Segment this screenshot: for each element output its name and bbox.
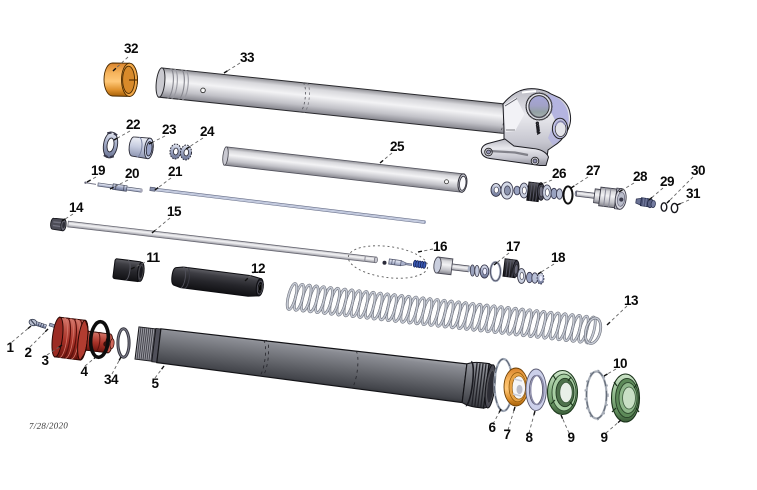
svg-text:8: 8 (525, 430, 533, 445)
svg-text:12: 12 (251, 261, 265, 276)
svg-text:24: 24 (200, 124, 215, 139)
svg-text:4: 4 (80, 364, 88, 379)
svg-text:1: 1 (6, 340, 14, 355)
svg-text:23: 23 (162, 122, 177, 137)
svg-text:32: 32 (124, 41, 138, 56)
svg-text:7: 7 (503, 427, 510, 442)
svg-text:16: 16 (433, 239, 448, 254)
svg-text:28: 28 (633, 169, 648, 184)
svg-text:2: 2 (24, 345, 31, 360)
svg-text:20: 20 (125, 166, 139, 181)
svg-text:13: 13 (624, 293, 639, 308)
svg-text:COBRA: COBRA (535, 122, 541, 135)
svg-text:26: 26 (552, 166, 567, 181)
svg-text:19: 19 (91, 163, 105, 178)
svg-text:27: 27 (586, 163, 600, 178)
svg-text:21: 21 (168, 164, 183, 179)
svg-text:15: 15 (167, 204, 182, 219)
svg-text:6: 6 (488, 420, 496, 435)
svg-text:18: 18 (551, 250, 566, 265)
svg-text:10: 10 (613, 356, 627, 371)
svg-text:3: 3 (41, 353, 49, 368)
svg-text:22: 22 (126, 117, 140, 132)
svg-text:30: 30 (691, 163, 705, 178)
svg-text:7/28/2020: 7/28/2020 (29, 420, 69, 431)
svg-text:5: 5 (151, 376, 159, 391)
svg-text:25: 25 (390, 139, 405, 154)
svg-text:17: 17 (506, 239, 520, 254)
svg-text:14: 14 (69, 200, 84, 215)
svg-text:31: 31 (686, 186, 701, 201)
svg-text:29: 29 (660, 174, 674, 189)
svg-text:34: 34 (104, 372, 119, 387)
svg-text:9: 9 (600, 430, 607, 445)
svg-text:9: 9 (567, 430, 574, 445)
svg-text:11: 11 (146, 250, 160, 265)
svg-text:33: 33 (240, 50, 255, 65)
